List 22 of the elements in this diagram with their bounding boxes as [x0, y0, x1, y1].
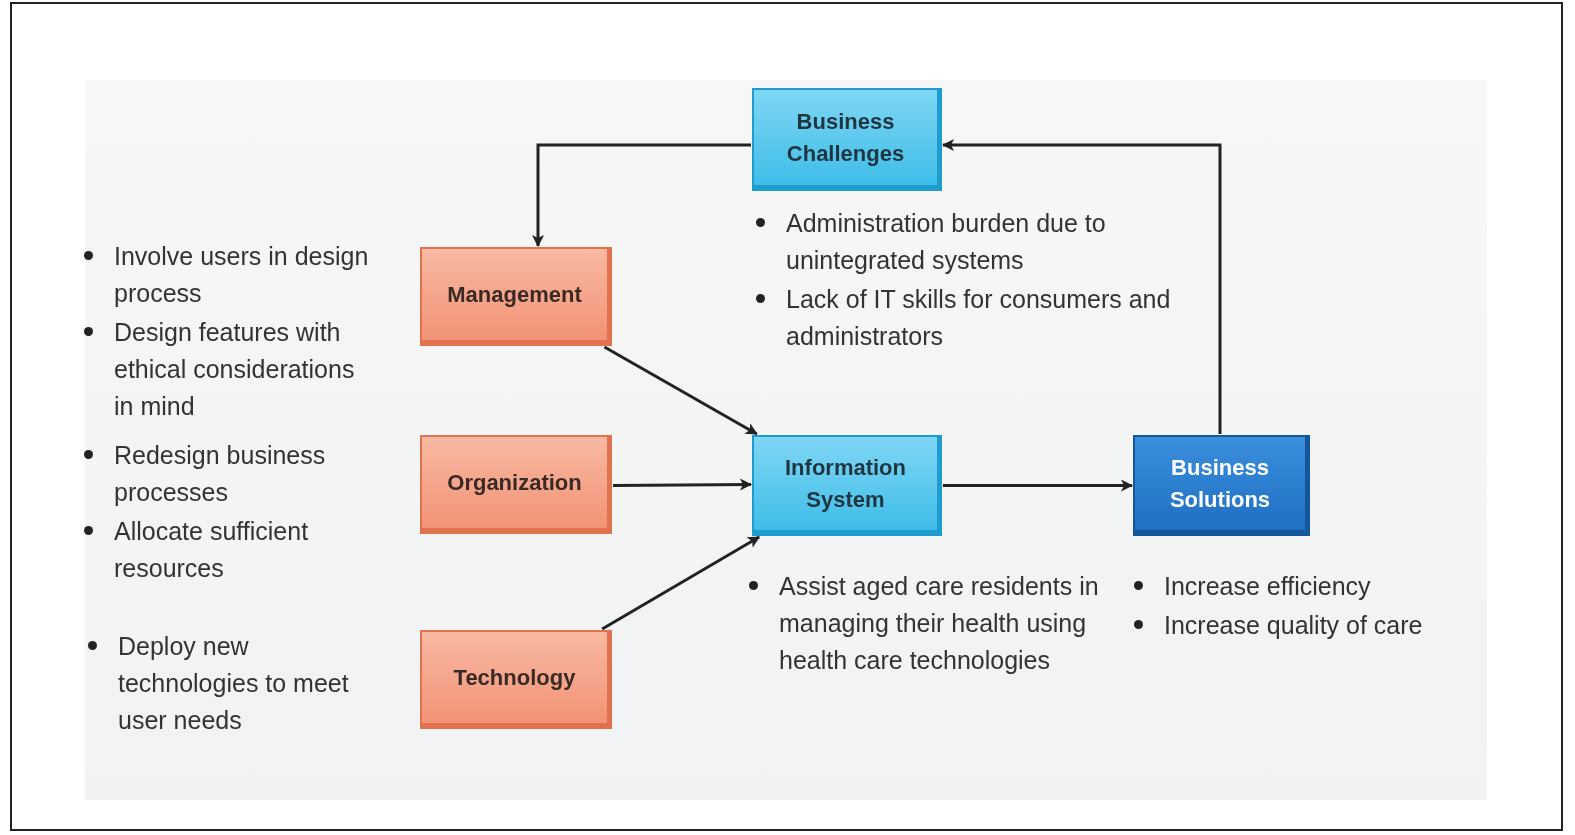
bullet-text: Administration burden due to unintegrated systems	[752, 205, 1172, 279]
arrow	[601, 535, 760, 631]
arrow	[942, 139, 1222, 434]
arrow	[603, 345, 758, 436]
bullet-text: Lack of IT skills for consumers and administrators	[752, 281, 1172, 355]
bullet-text: Assist aged care residents in managing their health using health care technologies	[745, 568, 1115, 679]
bullet-text: Design features with ethical considerations in mind	[80, 314, 380, 425]
bullet-text: Involve users in design process	[80, 238, 380, 312]
process-box: Business Solutions	[1133, 435, 1310, 536]
process-box: Information System	[752, 435, 942, 536]
bullet-text: Redesign business processes	[80, 437, 380, 511]
process-box: Business Challenges	[752, 88, 942, 191]
arrow	[613, 478, 752, 491]
process-box: Technology	[420, 630, 612, 729]
arrow	[943, 479, 1133, 492]
process-box: Organization	[420, 435, 612, 534]
arrow	[532, 143, 751, 247]
bullet-text: Deploy new technologies to meet user needs	[84, 628, 384, 739]
process-box: Management	[420, 247, 612, 346]
bullet-text: Increase efficiency	[1130, 568, 1490, 605]
bullet-text: Increase quality of care	[1130, 607, 1490, 644]
bullet-text: Allocate sufficient resources	[80, 513, 380, 587]
